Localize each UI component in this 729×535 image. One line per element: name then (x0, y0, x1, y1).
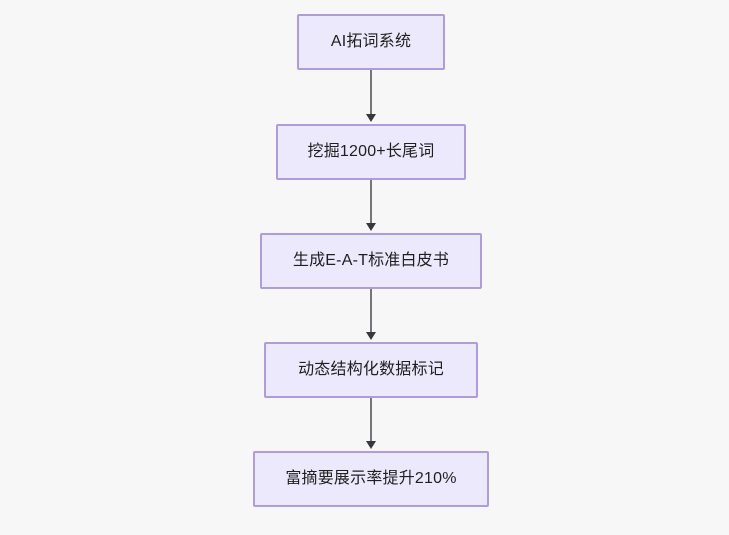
arrowhead-node-1-to-node-2 (366, 114, 376, 122)
arrowhead-node-2-to-node-3 (366, 223, 376, 231)
flow-node-label: 挖掘1200+长尾词 (307, 143, 435, 160)
flow-node-label: 动态结构化数据标记 (298, 361, 444, 378)
connector-node-4-to-node-5 (370, 398, 372, 443)
flow-node-rich-snippet-rate-increase[interactable]: 富摘要展示率提升210% (253, 451, 489, 507)
arrowhead-node-4-to-node-5 (366, 441, 376, 449)
connector-node-1-to-node-2 (370, 70, 372, 116)
flow-node-label: 富摘要展示率提升210% (285, 470, 457, 487)
flow-node-generate-eat-whitepaper[interactable]: 生成E-A-T标准白皮书 (260, 233, 482, 289)
arrowhead-node-3-to-node-4 (366, 332, 376, 340)
connector-node-2-to-node-3 (370, 180, 372, 225)
flow-node-label: AI拓词系统 (330, 33, 412, 50)
flow-node-mine-longtail-keywords[interactable]: 挖掘1200+长尾词 (276, 124, 466, 180)
flow-node-label: 生成E-A-T标准白皮书 (292, 252, 450, 269)
flow-node-ai-keyword-system[interactable]: AI拓词系统 (297, 14, 445, 70)
connector-node-3-to-node-4 (370, 289, 372, 334)
flow-node-dynamic-structured-data-markup[interactable]: 动态结构化数据标记 (264, 342, 478, 398)
